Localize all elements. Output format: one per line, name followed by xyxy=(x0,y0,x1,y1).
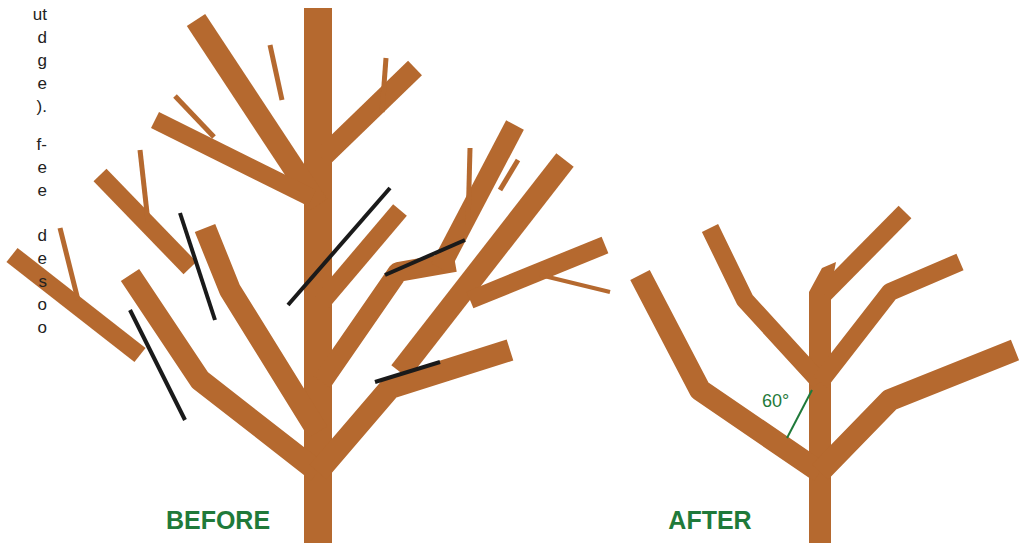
branch xyxy=(155,120,312,198)
cropped-text: o xyxy=(38,319,47,336)
cropped-text: f- xyxy=(37,136,47,153)
branch xyxy=(820,262,960,382)
cropped-text: ). xyxy=(37,98,47,115)
cut-line xyxy=(180,213,215,320)
cut-line xyxy=(385,240,465,275)
cropped-text: e xyxy=(38,159,47,176)
twig xyxy=(540,275,610,292)
cropped-text: ut xyxy=(33,6,47,23)
angle-mark xyxy=(787,390,812,438)
cropped-text: d xyxy=(38,29,47,46)
twig xyxy=(270,45,282,100)
cut-line xyxy=(288,188,390,305)
twig xyxy=(175,96,214,137)
trunk xyxy=(809,262,836,543)
branch xyxy=(820,350,1015,472)
twig xyxy=(140,150,148,222)
branch xyxy=(322,68,415,158)
twig xyxy=(500,160,518,190)
angle-label: 60° xyxy=(762,392,789,410)
cropped-text: e xyxy=(38,250,47,267)
branch xyxy=(710,228,820,382)
twig xyxy=(382,58,386,112)
cut-line xyxy=(130,310,185,420)
cut-line xyxy=(375,362,440,382)
branch xyxy=(470,245,605,300)
cropped-text: d xyxy=(38,227,47,244)
twig xyxy=(60,228,78,300)
cropped-text: o xyxy=(38,296,47,313)
twig xyxy=(468,148,470,225)
cropped-text: s xyxy=(39,273,48,290)
before-tree xyxy=(12,8,610,543)
branch xyxy=(12,255,140,355)
cut-lines xyxy=(130,188,465,420)
panel-heading: AFTER xyxy=(668,508,751,533)
branch xyxy=(318,350,510,472)
panel-heading: BEFORE xyxy=(166,508,270,533)
after-tree xyxy=(640,212,1015,543)
branch xyxy=(640,275,820,472)
cropped-text: e xyxy=(38,75,47,92)
cropped-text: g xyxy=(38,52,47,69)
cropped-text: e xyxy=(38,182,47,199)
